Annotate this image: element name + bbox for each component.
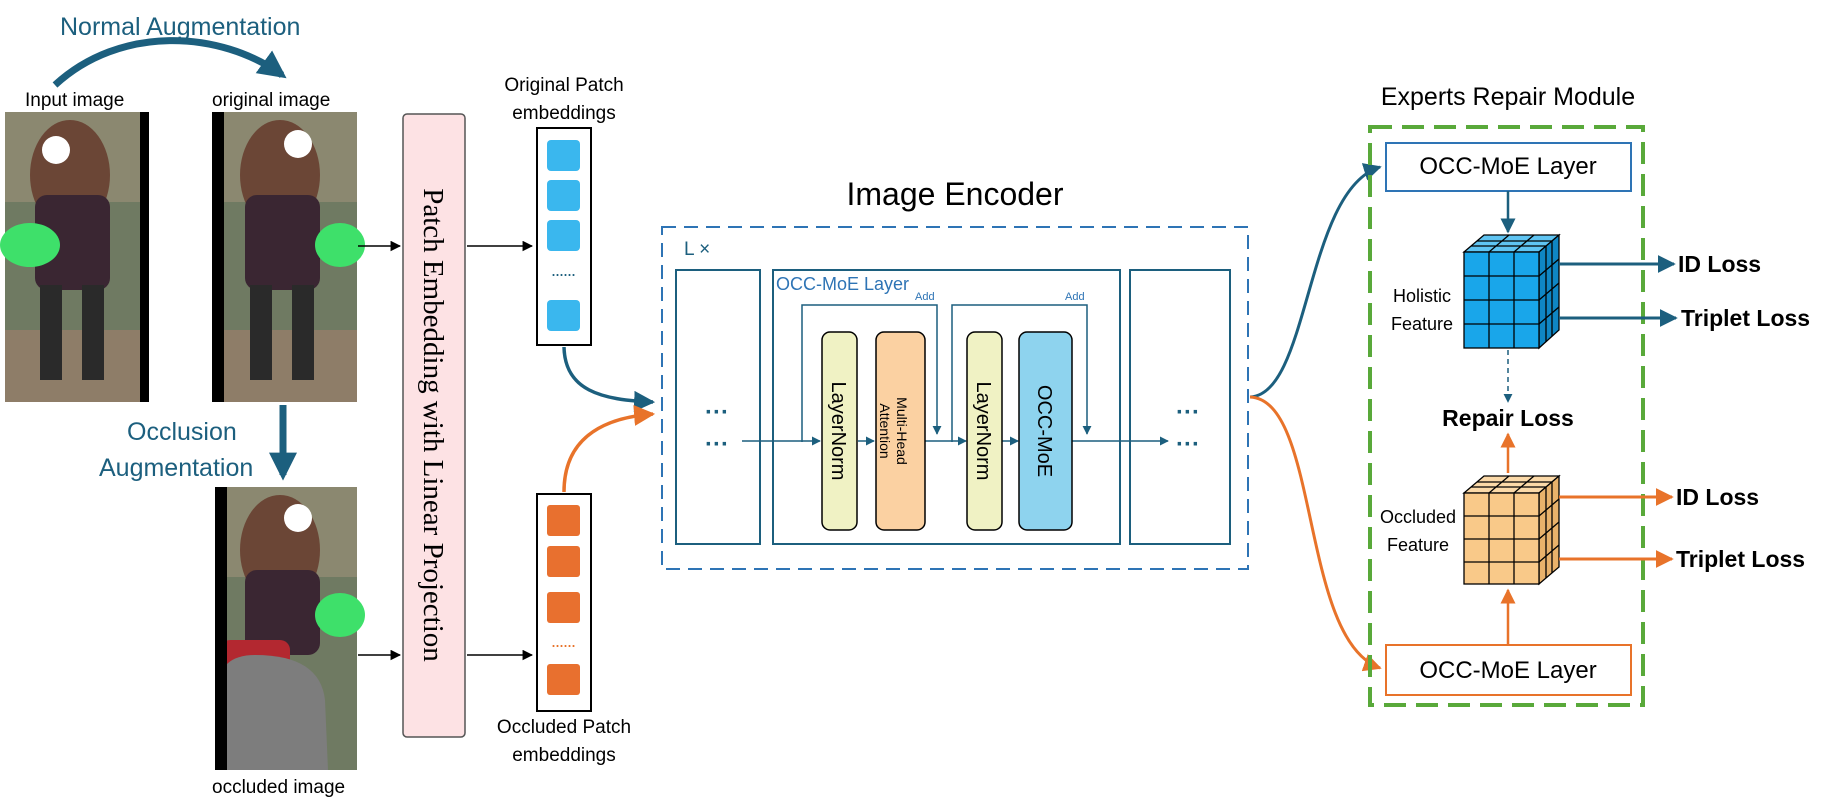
occluded-patch-token bbox=[547, 664, 580, 695]
original-patch-embeddings-label-line2: embeddings bbox=[512, 103, 616, 124]
experts-repair-module-title: Experts Repair Module bbox=[1381, 83, 1635, 111]
normal-augmentation-label: Normal Augmentation bbox=[60, 13, 300, 41]
occluded-feature-label-line1: Occluded bbox=[1380, 507, 1456, 527]
occlusion-augmentation-label-line2: Augmentation bbox=[99, 454, 253, 482]
arrow-encoder-to-repair-top bbox=[1249, 163, 1382, 399]
encoder-right-ellipsis-bottom: ··· bbox=[1176, 431, 1200, 458]
original-patch-token bbox=[547, 180, 580, 211]
add-label-2: Add bbox=[1065, 291, 1085, 303]
occluded-patch-embeddings: ...... bbox=[536, 493, 592, 712]
occluded-image bbox=[215, 487, 365, 770]
occ-moe-layer-bottom bbox=[1385, 644, 1632, 696]
encoder-block-left bbox=[675, 269, 761, 545]
holistic-feature-label-line1: Holistic bbox=[1393, 286, 1451, 306]
normal-augmentation-arrow bbox=[52, 37, 287, 88]
residual-connection-1 bbox=[801, 304, 942, 442]
layernorm-block-2 bbox=[966, 331, 1003, 531]
original-patch-dots: ...... bbox=[551, 260, 575, 280]
multi-head-attention-block bbox=[875, 331, 926, 531]
layernorm-label-2: LayerNorm bbox=[972, 382, 994, 481]
occluded-feature-label-line2: Feature bbox=[1387, 535, 1449, 555]
occ-moe-layer-top-label: OCC-MoE Layer bbox=[1419, 153, 1596, 180]
original-patch-token bbox=[547, 300, 580, 331]
holistic-id-loss-label: ID Loss bbox=[1678, 251, 1761, 277]
occluded-patch-token bbox=[547, 505, 580, 536]
residual-connection-2 bbox=[951, 304, 1092, 442]
repair-loss-label: Repair Loss bbox=[1442, 405, 1574, 431]
occ-moe-layer-title: OCC-MoE Layer bbox=[776, 274, 909, 294]
patch-embedding-box bbox=[402, 113, 466, 738]
input-image-label: Input image bbox=[25, 90, 124, 111]
occluded-feature-cube bbox=[1462, 474, 1561, 586]
occluded-patch-token bbox=[547, 546, 580, 577]
arrow-occluded-embeddings-to-encoder bbox=[562, 404, 656, 493]
encoder-left-ellipsis-bottom: ··· bbox=[705, 431, 729, 458]
add-label-1: Add bbox=[915, 291, 935, 303]
occluded-patch-embeddings-label-line1: Occluded Patch bbox=[497, 717, 631, 738]
arrow-encoder-to-repair-bottom bbox=[1249, 395, 1382, 672]
encoder-right-ellipsis-top: ··· bbox=[1176, 399, 1200, 426]
original-patch-token bbox=[547, 220, 580, 251]
occ-moe-layer-box bbox=[772, 269, 1121, 545]
image-encoder-box bbox=[661, 226, 1249, 570]
holistic-feature-cube bbox=[1462, 233, 1561, 350]
original-patch-embeddings: ...... bbox=[536, 127, 592, 346]
occluded-patch-token bbox=[547, 592, 580, 623]
original-image bbox=[212, 112, 365, 402]
occluded-image-label: occluded image bbox=[212, 777, 345, 798]
multi-head-attention-label-line2: Attention bbox=[877, 403, 893, 458]
holistic-triplet-loss-label: Triplet Loss bbox=[1681, 305, 1810, 331]
occluded-triplet-loss-label: Triplet Loss bbox=[1676, 546, 1805, 572]
experts-repair-module-box bbox=[1368, 125, 1645, 707]
original-patch-embeddings-label-line1: Original Patch bbox=[504, 75, 623, 96]
multi-head-attention-label-line1: Multi-Head bbox=[894, 397, 910, 465]
occ-moe-label: OCC-MoE bbox=[1033, 385, 1055, 477]
image-encoder-title: Image Encoder bbox=[846, 176, 1063, 212]
occluded-id-loss-label: ID Loss bbox=[1676, 484, 1759, 510]
occlusion-augmentation-label-line1: Occlusion bbox=[127, 418, 237, 446]
holistic-feature-label-line2: Feature bbox=[1391, 314, 1453, 334]
occluded-patch-dots: ...... bbox=[551, 631, 575, 651]
original-patch-token bbox=[547, 140, 580, 171]
occluded-patch-embeddings-label-line2: embeddings bbox=[512, 745, 616, 766]
layernorm-block-1 bbox=[821, 331, 858, 531]
layernorm-label-1: LayerNorm bbox=[827, 382, 849, 481]
input-image bbox=[0, 112, 149, 402]
patch-embedding-label: Patch Embedding with Linear Projection bbox=[417, 188, 449, 662]
encoder-left-ellipsis-top: ··· bbox=[705, 399, 729, 426]
occ-moe-block bbox=[1018, 331, 1073, 531]
original-image-label: original image bbox=[212, 90, 330, 111]
encoder-repeat-label: L × bbox=[684, 239, 710, 260]
encoder-block-right bbox=[1129, 269, 1231, 545]
occ-moe-layer-top bbox=[1385, 142, 1632, 192]
occ-moe-layer-bottom-label: OCC-MoE Layer bbox=[1419, 657, 1596, 684]
arrow-original-embeddings-to-encoder bbox=[562, 346, 656, 412]
